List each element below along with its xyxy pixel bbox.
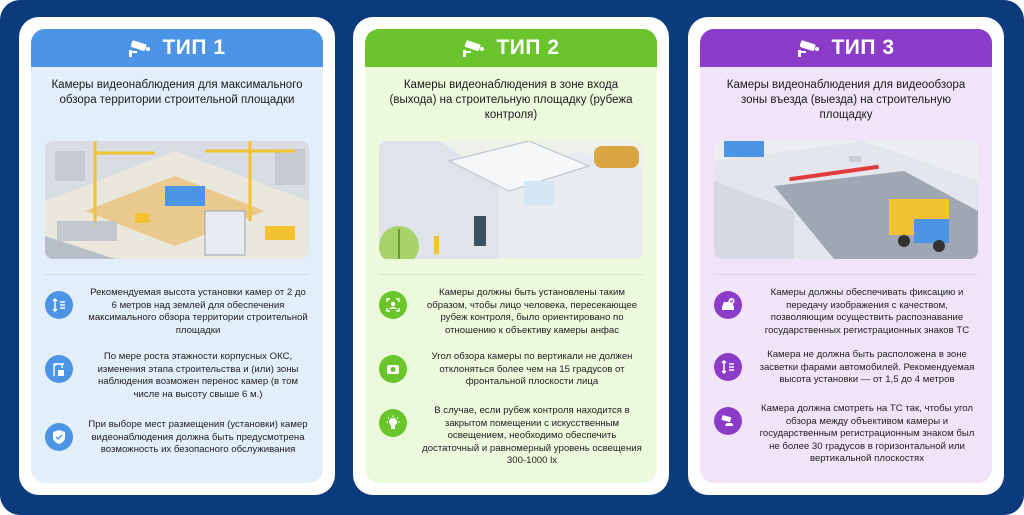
- card-type-1: ТИП 1 Камеры видеонаблюдения для максима…: [19, 17, 335, 495]
- card-title: ТИП 3: [831, 36, 895, 59]
- info-text: Камеры должны быть установлены таким обр…: [426, 287, 638, 336]
- crane-building-icon: [45, 355, 73, 383]
- info-text: По мере роста этажности корпусных ОКС, и…: [97, 351, 299, 400]
- card-inner: ТИП 3 Камеры видеонаблюдения для видеооб…: [700, 29, 992, 483]
- info-item: При выборе мест размещения (установки) к…: [45, 419, 315, 457]
- cctv-camera-icon: [129, 40, 151, 57]
- card-type-2: ТИП 2 Камеры видеонаблюдения в зоне вход…: [353, 17, 669, 495]
- card-title: ТИП 1: [162, 36, 226, 59]
- card-subtitle: Камеры видеонаблюдения для максимального…: [51, 79, 303, 106]
- cctv-camera-icon: [798, 40, 820, 57]
- info-item: Камеры должны обеспечивать фиксацию и пе…: [714, 287, 984, 337]
- vehicle-entry-illustration: [714, 141, 978, 259]
- shield-check-icon: [45, 423, 73, 451]
- info-text: Камера должна смотреть на ТС так, чтобы …: [759, 403, 975, 465]
- info-item: Угол обзора камеры по вертикали не долже…: [379, 351, 649, 389]
- divider: [379, 274, 643, 275]
- checkpoint-illustration: [379, 141, 643, 259]
- card-header: ТИП 2: [365, 29, 657, 67]
- info-item: Камеры должны быть установлены таким обр…: [379, 287, 649, 337]
- info-text: Камеры должны обеспечивать фиксацию и пе…: [764, 287, 970, 336]
- height-arrows-icon: [714, 353, 742, 381]
- height-arrows-icon: [45, 291, 73, 319]
- divider: [45, 274, 309, 275]
- card-inner: ТИП 2 Камеры видеонаблюдения в зоне вход…: [365, 29, 657, 483]
- face-scan-icon: [379, 291, 407, 319]
- info-text: Камера не должна быть расположена в зоне…: [759, 349, 975, 386]
- camera-angle-icon: [379, 355, 407, 383]
- car-check-icon: [714, 291, 742, 319]
- camera-car-icon: [714, 407, 742, 435]
- info-item: Камера не должна быть расположена в зоне…: [714, 349, 984, 387]
- card-subtitle: Камеры видеонаблюдения в зоне входа (вых…: [389, 79, 633, 121]
- info-text: В случае, если рубеж контроля находится …: [422, 405, 642, 467]
- card-type-3: ТИП 3 Камеры видеонаблюдения для видеооб…: [688, 17, 1004, 495]
- card-header: ТИП 3: [700, 29, 992, 67]
- construction-site-illustration: [45, 141, 309, 259]
- info-text: При выборе мест размещения (установки) к…: [88, 419, 308, 456]
- card-header: ТИП 1: [31, 29, 323, 67]
- cctv-camera-icon: [463, 40, 485, 57]
- card-title: ТИП 2: [496, 36, 560, 59]
- card-inner: ТИП 1 Камеры видеонаблюдения для максима…: [31, 29, 323, 483]
- info-text: Угол обзора камеры по вертикали не долже…: [431, 351, 633, 388]
- card-subtitle: Камеры видеонаблюдения для видеообзора з…: [726, 79, 966, 121]
- light-bulb-icon: [379, 409, 407, 437]
- info-item: В случае, если рубеж контроля находится …: [379, 405, 649, 468]
- info-item: Рекомендуемая высота установки камер от …: [45, 287, 315, 337]
- info-text: Рекомендуемая высота установки камер от …: [88, 287, 308, 336]
- info-item: Камера должна смотреть на ТС так, чтобы …: [714, 403, 984, 466]
- info-item: По мере роста этажности корпусных ОКС, и…: [45, 351, 315, 401]
- divider: [714, 274, 978, 275]
